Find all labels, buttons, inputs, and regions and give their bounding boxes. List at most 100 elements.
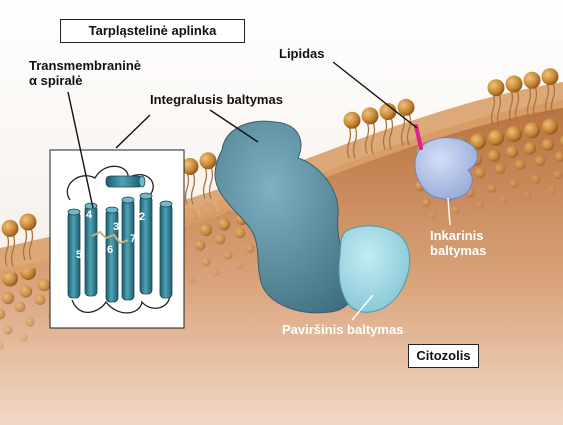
- lipid-head-lower: [194, 239, 206, 251]
- lipid-head: [343, 111, 361, 129]
- anchor-protein: [414, 137, 478, 200]
- lipid-head: [505, 75, 523, 93]
- lipid-head-lower: [452, 206, 460, 214]
- cofactor: [91, 230, 129, 245]
- helix-number-7: 7: [130, 233, 137, 245]
- lipid-head-lower: [188, 276, 196, 284]
- lipid-head-lower: [470, 133, 486, 150]
- lipid-tail: [550, 82, 556, 115]
- lipid-head-lower: [524, 122, 540, 139]
- lipid-head-lower: [25, 317, 35, 327]
- alpha-helix: [159, 200, 173, 299]
- lipid-head-lower: [37, 278, 51, 292]
- lipid-head-lower: [554, 151, 563, 163]
- helix-number-1: 1: [153, 234, 160, 246]
- lipid-tail: [526, 86, 532, 119]
- lipid-head-lower: [474, 167, 486, 179]
- helix-number-6: 6: [107, 244, 114, 256]
- lipid-tail: [346, 126, 352, 159]
- lipid-head-lower: [0, 342, 4, 350]
- alpha-helix: [139, 192, 153, 295]
- lipid-tail: [514, 89, 520, 123]
- lipid-head-lower: [494, 163, 506, 175]
- lipid-label: Lipidas: [279, 46, 325, 61]
- lipid-head-lower: [500, 196, 508, 204]
- lipid-tail: [370, 121, 376, 155]
- callout-surface: [351, 294, 374, 321]
- callout-integral: [209, 109, 259, 143]
- callout-anchor: [447, 197, 451, 226]
- lipid-head-lower: [223, 250, 233, 260]
- cytosol-label: Citozolis: [416, 348, 471, 363]
- extracellular-label: Tarpląstelinė aplinka: [88, 23, 217, 38]
- lipid-head-lower: [428, 211, 436, 220]
- lipid-head-lower: [14, 301, 26, 313]
- lipid-tail: [22, 227, 28, 261]
- lipid-tail: [202, 166, 208, 200]
- lipid-head-lower: [245, 243, 255, 254]
- lipid-head: [523, 71, 541, 89]
- lipid-tail: [208, 166, 214, 200]
- lipid-tail: [496, 93, 502, 126]
- lipid-tail: [532, 86, 538, 119]
- lipid-head-lower: [421, 197, 431, 208]
- lipid-head: [181, 157, 199, 175]
- lipid-tail: [544, 82, 550, 115]
- helix-bundle: [67, 175, 173, 303]
- integral-protein-label: Integralusis baltymas: [150, 92, 283, 107]
- lipid-tail: [10, 234, 16, 267]
- lipid-head: [1, 219, 19, 237]
- alpha-helix: [84, 202, 98, 297]
- callout-inset: [115, 114, 151, 149]
- lipid-head: [487, 79, 505, 97]
- lipid-head: [19, 213, 37, 231]
- lipid-head-lower: [1, 291, 15, 305]
- lipid-head-lower: [505, 145, 519, 159]
- lipid-head-lower: [20, 333, 28, 342]
- lipid-head-lower: [488, 129, 504, 146]
- lipid-head-lower: [548, 186, 556, 195]
- lipid-head: [379, 103, 397, 121]
- lipid-head-lower: [506, 125, 522, 142]
- lipid-tail: [364, 121, 370, 155]
- lipid-head-lower: [476, 201, 484, 209]
- lipid-head-lower: [0, 308, 6, 320]
- callout-lipid: [332, 61, 418, 129]
- lipid-head: [541, 68, 559, 86]
- lipid-tail: [190, 172, 196, 205]
- lipid-tail: [406, 113, 412, 146]
- transmembrane-label: Transmembraninė α spiralė: [29, 58, 141, 88]
- lipid-head-lower: [3, 325, 13, 335]
- lipid-head-lower: [487, 149, 501, 162]
- helix-number-5: 5: [76, 249, 83, 261]
- lipid-head-lower: [553, 170, 563, 180]
- lipid-head: [199, 152, 217, 170]
- lipid-head-lower: [487, 183, 497, 193]
- lipid-tail: [4, 234, 10, 267]
- lipid-head-lower: [523, 142, 537, 155]
- lipid-head-lower: [542, 118, 558, 135]
- alpha-helix: [121, 196, 135, 301]
- lipid-tail: [352, 126, 358, 159]
- helix-number-2: 2: [139, 211, 146, 223]
- lipid-head-lower: [201, 257, 211, 267]
- helix-loops: [66, 165, 171, 314]
- lipid-head-lower: [541, 138, 555, 151]
- lipid-tail: [388, 117, 394, 150]
- alpha-helix: [67, 208, 81, 299]
- lipid-head-lower: [214, 233, 226, 245]
- lipid-head-lower: [559, 135, 563, 147]
- lipid-tail: [490, 93, 496, 126]
- helix-number-4: 4: [86, 209, 93, 221]
- lipid-head-lower: [531, 174, 541, 184]
- lipid-tail: [382, 117, 388, 150]
- lipid-head-lower: [199, 223, 213, 237]
- alpha-helix: [105, 206, 119, 303]
- anchor-protein-label: Inkarinis baltymas: [430, 228, 487, 258]
- lipid-head: [361, 107, 379, 125]
- lipid-tails: [4, 82, 556, 267]
- lipid-head-lower: [212, 268, 220, 277]
- helix-number-3: 3: [113, 221, 120, 233]
- lipid-head-lower: [217, 218, 231, 231]
